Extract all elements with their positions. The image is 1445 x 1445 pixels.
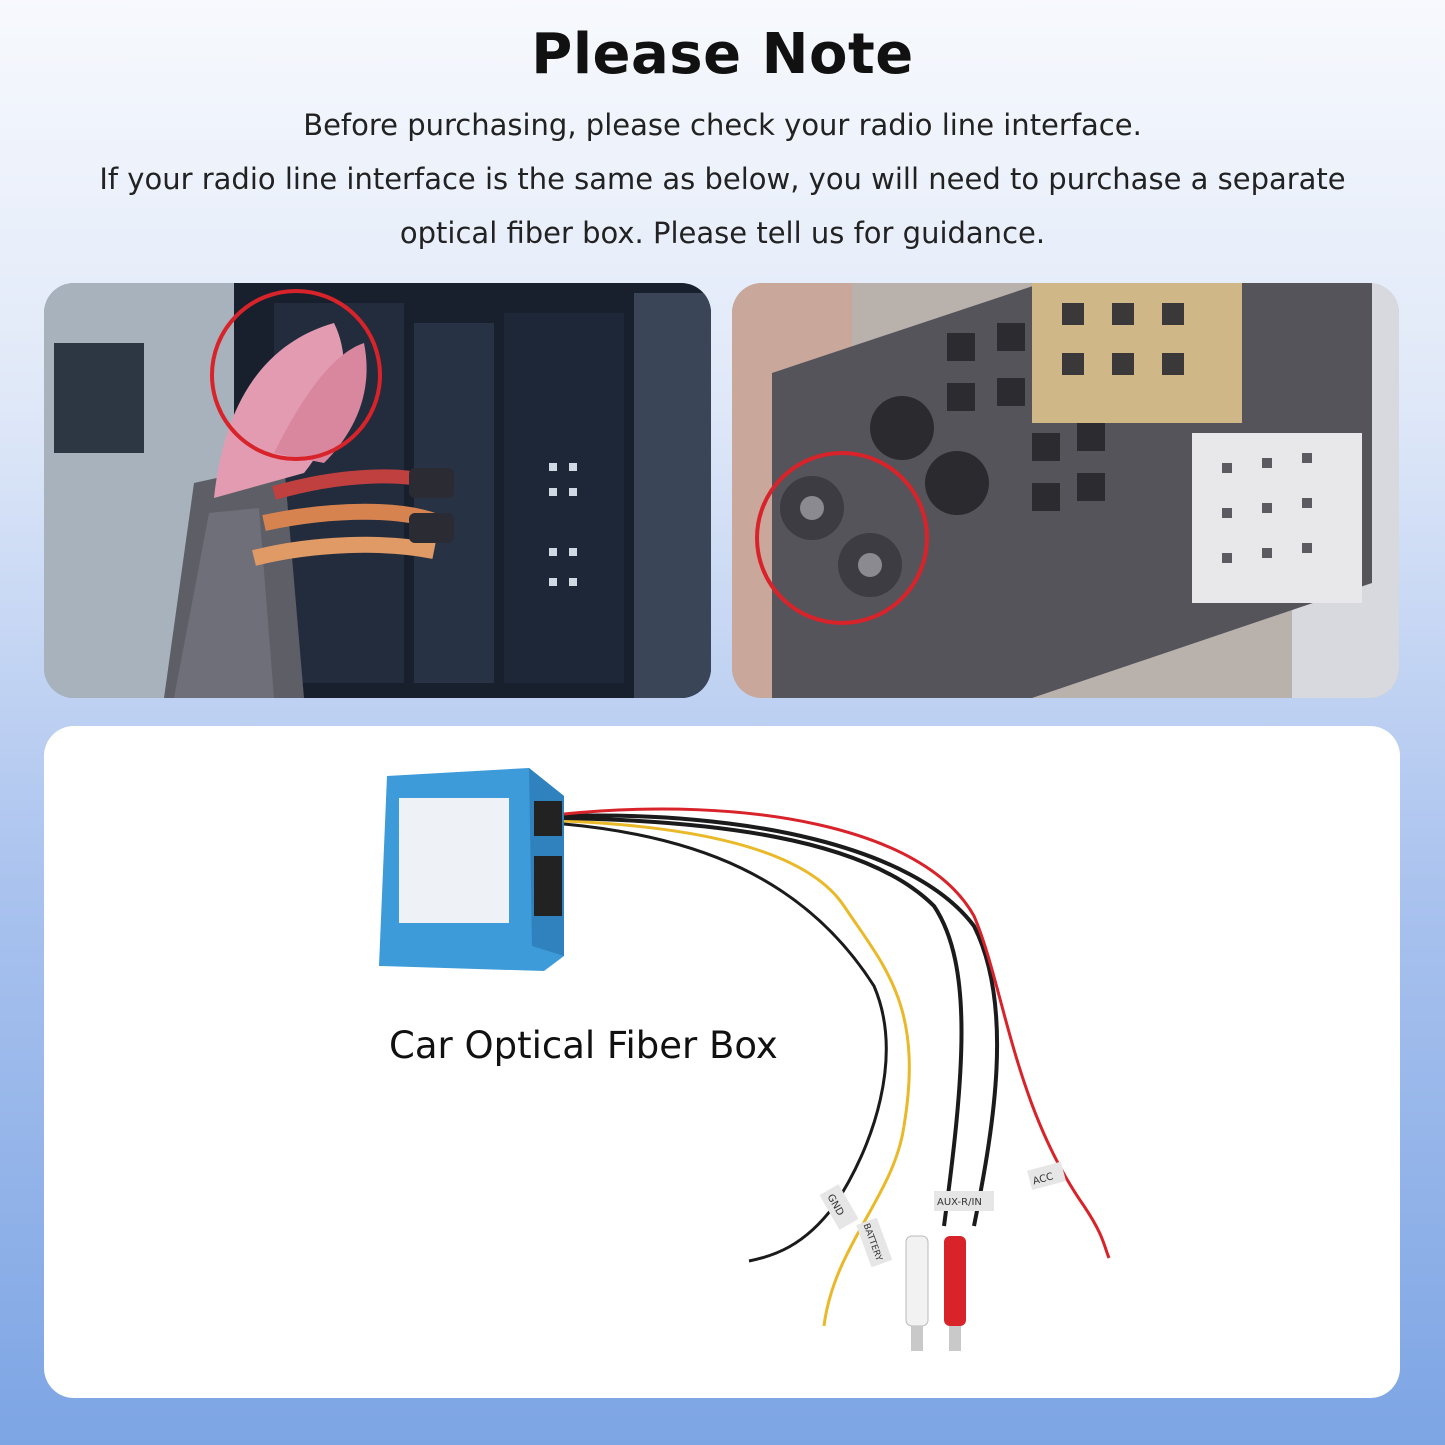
instruction-line-1: Before purchasing, please check your rad… [303,108,1142,142]
wire-tag-acc: ACC [1032,1171,1055,1187]
photo-radio-connector-right [732,283,1399,698]
product-label: Car Optical Fiber Box [389,1024,778,1067]
highlight-circle [210,289,382,461]
instruction-line-3: optical fiber box. Please tell us for gu… [399,216,1046,250]
wire-tag-aux: AUX-R/IN [937,1197,982,1208]
page-title: Please Note [531,22,914,87]
fiber-box-illustration: GND BATTERY AUX-R/IN ACC [379,768,1111,1351]
instruction-line-2: If your radio line interface is the same… [99,162,1346,196]
highlight-circle [755,451,929,625]
product-card: GND BATTERY AUX-R/IN ACC Car Optical Fib… [44,726,1400,1398]
photo-radio-connector-left [44,283,711,698]
